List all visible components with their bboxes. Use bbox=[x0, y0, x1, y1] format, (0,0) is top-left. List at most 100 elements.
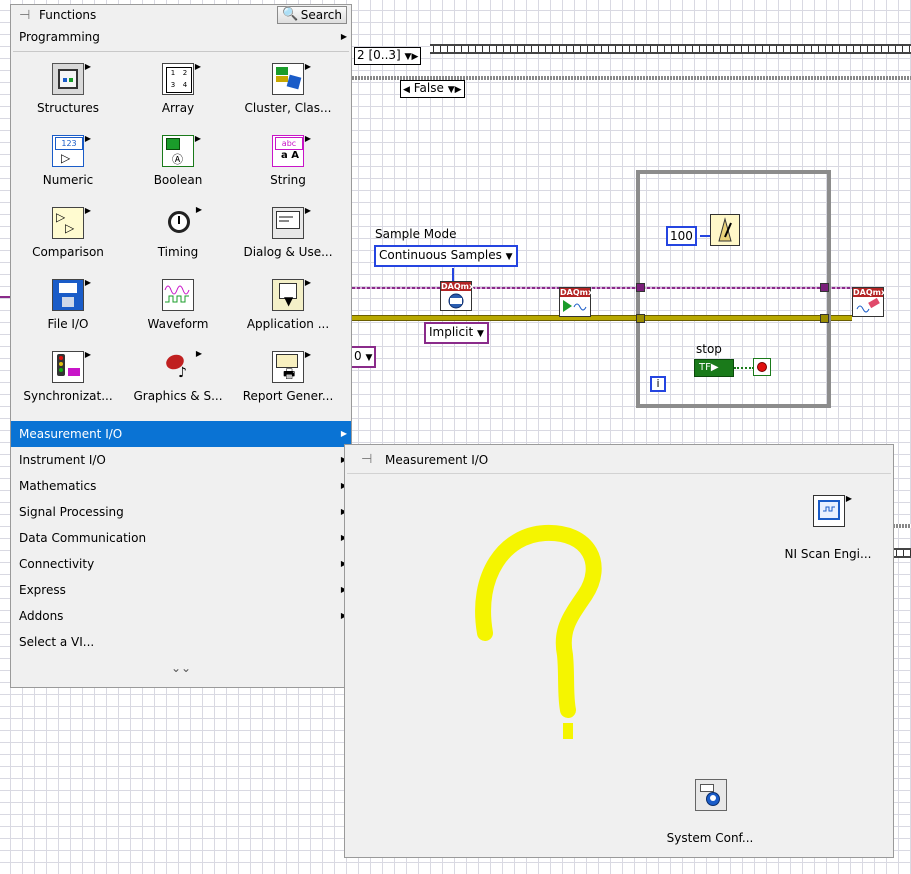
palette-item-comparison[interactable]: ▷ ▷ ▶ Comparison bbox=[13, 206, 123, 277]
case-selector-inner-label: False bbox=[413, 81, 444, 95]
structures-icon: ▶ bbox=[52, 62, 91, 95]
category-select-a-vi[interactable]: Select a VI... bbox=[11, 629, 351, 655]
waveform-glyph bbox=[823, 506, 835, 512]
synchronization-icon: ▶ bbox=[52, 350, 91, 383]
search-icon: 🔍 bbox=[282, 7, 299, 22]
increment-arrow-icon[interactable]: ▼▶ bbox=[447, 85, 462, 95]
stop-condition-icon[interactable] bbox=[753, 358, 771, 376]
category-connectivity[interactable]: Connectivity ▶ bbox=[11, 551, 351, 577]
wait-ms-value: 100 bbox=[670, 229, 693, 243]
loop-tunnel-error-left bbox=[636, 314, 645, 323]
item-label: Synchronizat... bbox=[23, 389, 113, 403]
category-label: Data Communication bbox=[19, 531, 147, 545]
palette-item-cluster[interactable]: ▶ Cluster, Clas... bbox=[233, 62, 343, 133]
palette-item-file-io[interactable]: ▶ File I/O bbox=[13, 278, 123, 349]
system-configuration-icon bbox=[695, 779, 727, 811]
submenu-arrow-icon: ▶ bbox=[341, 551, 347, 577]
category-mathematics[interactable]: Mathematics ▶ bbox=[11, 473, 351, 499]
wait-ms-constant[interactable]: 100 bbox=[666, 226, 697, 246]
daqmx-header: DAQmx bbox=[441, 282, 475, 291]
subpalette-item-system-configuration[interactable]: System Conf... bbox=[655, 779, 765, 845]
submenu-arrow-icon: ▶ bbox=[194, 134, 201, 143]
item-label: File I/O bbox=[47, 317, 89, 331]
partial-enum[interactable]: 0 ▼ bbox=[350, 346, 377, 368]
search-button[interactable]: 🔍 Search bbox=[277, 6, 347, 24]
decrement-arrow-icon[interactable]: ◀ bbox=[403, 85, 410, 95]
submenu-arrow-icon: ▶ bbox=[195, 205, 202, 214]
measurement-io-subpalette[interactable]: ⊣ Measurement I/O ▶ NI Scan Engi... Syst… bbox=[344, 444, 894, 858]
category-label: Measurement I/O bbox=[19, 427, 123, 441]
submenu-arrow-icon: ▶ bbox=[341, 525, 347, 551]
submenu-arrow-icon: ▶ bbox=[341, 603, 347, 629]
palette-item-synchronization[interactable]: ▶ Synchronizat... bbox=[13, 350, 123, 421]
waveform-glyph bbox=[164, 285, 190, 303]
category-data-communication[interactable]: Data Communication ▶ bbox=[11, 525, 351, 551]
file-io-icon: ▶ bbox=[52, 278, 91, 311]
category-label: Mathematics bbox=[19, 479, 97, 493]
palette-item-numeric[interactable]: 123 ▷ ▶ Numeric bbox=[13, 134, 123, 205]
subpalette-item-ni-scan-engine[interactable]: ▶ NI Scan Engi... bbox=[773, 494, 883, 561]
array-cell-text: 1 bbox=[170, 69, 176, 77]
palette-titlebar[interactable]: ⊣ Functions 🔍 Search bbox=[11, 5, 351, 27]
cluster-icon: ▶ bbox=[272, 62, 311, 95]
palette-item-boolean[interactable]: Ⓐ ▶ Boolean bbox=[123, 134, 233, 205]
pin-icon[interactable]: ⊣ bbox=[361, 452, 373, 467]
palette-item-graphics-sound[interactable]: ♪ ▶ Graphics & S... bbox=[123, 349, 233, 421]
implicit-value: Implicit bbox=[429, 325, 474, 339]
case-structure-inner-top bbox=[352, 76, 911, 80]
ni-scan-engine-icon: ▶ bbox=[813, 494, 852, 527]
report-generation-icon: 🖶 ▶ bbox=[272, 350, 311, 383]
dropdown-arrow-icon[interactable]: ▼▶ bbox=[404, 52, 419, 62]
array-cell-text: 4 bbox=[182, 81, 188, 89]
category-label: Addons bbox=[19, 609, 64, 623]
implicit-enum[interactable]: Implicit ▼ bbox=[424, 322, 489, 344]
item-label: Timing bbox=[157, 245, 199, 259]
case-selector-outer[interactable]: 2 [0..3] ▼▶ bbox=[354, 47, 422, 65]
case-selector-inner[interactable]: ◀ False ▼▶ bbox=[400, 80, 465, 98]
expand-more-icon[interactable]: ⌄⌄ bbox=[171, 661, 192, 675]
palette-item-application[interactable]: ▼ ▶ Application ... bbox=[233, 278, 343, 349]
category-signal-processing[interactable]: Signal Processing ▶ bbox=[11, 499, 351, 525]
submenu-arrow-icon: ▶ bbox=[340, 32, 347, 41]
daqmx-start-node[interactable]: DAQmx bbox=[559, 287, 593, 317]
search-label: Search bbox=[300, 8, 342, 22]
palette-item-structures[interactable]: ▶ Structures bbox=[13, 62, 123, 133]
palette-item-timing[interactable]: ▶ Timing bbox=[123, 205, 233, 277]
sample-mode-wire bbox=[452, 268, 454, 282]
clock-icon bbox=[448, 293, 464, 309]
functions-palette[interactable]: ⊣ Functions 🔍 Search Programming ▶ ▶ Str… bbox=[10, 4, 352, 688]
submenu-arrow-icon: ▶ bbox=[84, 350, 91, 359]
pin-icon[interactable]: ⊣ bbox=[19, 8, 31, 23]
category-measurement-io[interactable]: Measurement I/O ▶ bbox=[11, 421, 351, 447]
item-label: Comparison bbox=[32, 245, 104, 259]
comparison-icon: ▷ ▷ ▶ bbox=[52, 206, 91, 239]
array-cell-text: 3 bbox=[170, 81, 176, 89]
category-label: Express bbox=[19, 583, 66, 597]
palette-item-waveform[interactable]: Waveform bbox=[123, 279, 233, 349]
palette-item-dialog[interactable]: ▶ Dialog & Use... bbox=[233, 206, 343, 277]
submenu-arrow-icon: ▶ bbox=[304, 62, 311, 71]
category-addons[interactable]: Addons ▶ bbox=[11, 603, 351, 629]
string-icon: abc a A ▶ bbox=[272, 134, 311, 167]
category-express[interactable]: Express ▶ bbox=[11, 577, 351, 603]
numeric-icon: 123 ▷ ▶ bbox=[52, 134, 91, 167]
wait-ms-function[interactable] bbox=[710, 214, 740, 246]
metronome-icon bbox=[718, 217, 732, 242]
sample-mode-ring[interactable]: Continuous Samples ▼ bbox=[374, 245, 518, 267]
wait-wire bbox=[700, 235, 710, 237]
numeric-icon-text: 123 bbox=[55, 137, 83, 150]
daqmx-stop-node[interactable]: DAQmx bbox=[852, 287, 886, 317]
case-selector-outer-label: 2 [0..3] bbox=[357, 48, 401, 62]
category-instrument-io[interactable]: Instrument I/O ▶ bbox=[11, 447, 351, 473]
palette-item-report-generation[interactable]: 🖶 ▶ Report Gener... bbox=[233, 350, 343, 421]
loop-tunnel-error-right bbox=[820, 314, 829, 323]
daqmx-timing-node[interactable]: DAQmx bbox=[440, 281, 475, 311]
palette-item-string[interactable]: abc a A ▶ String bbox=[233, 134, 343, 205]
category-programming[interactable]: Programming ▶ bbox=[11, 27, 351, 47]
left-wire-fragment bbox=[0, 296, 10, 298]
item-label: Boolean bbox=[153, 173, 203, 187]
stop-button-terminal[interactable]: TF▶ bbox=[694, 359, 734, 377]
